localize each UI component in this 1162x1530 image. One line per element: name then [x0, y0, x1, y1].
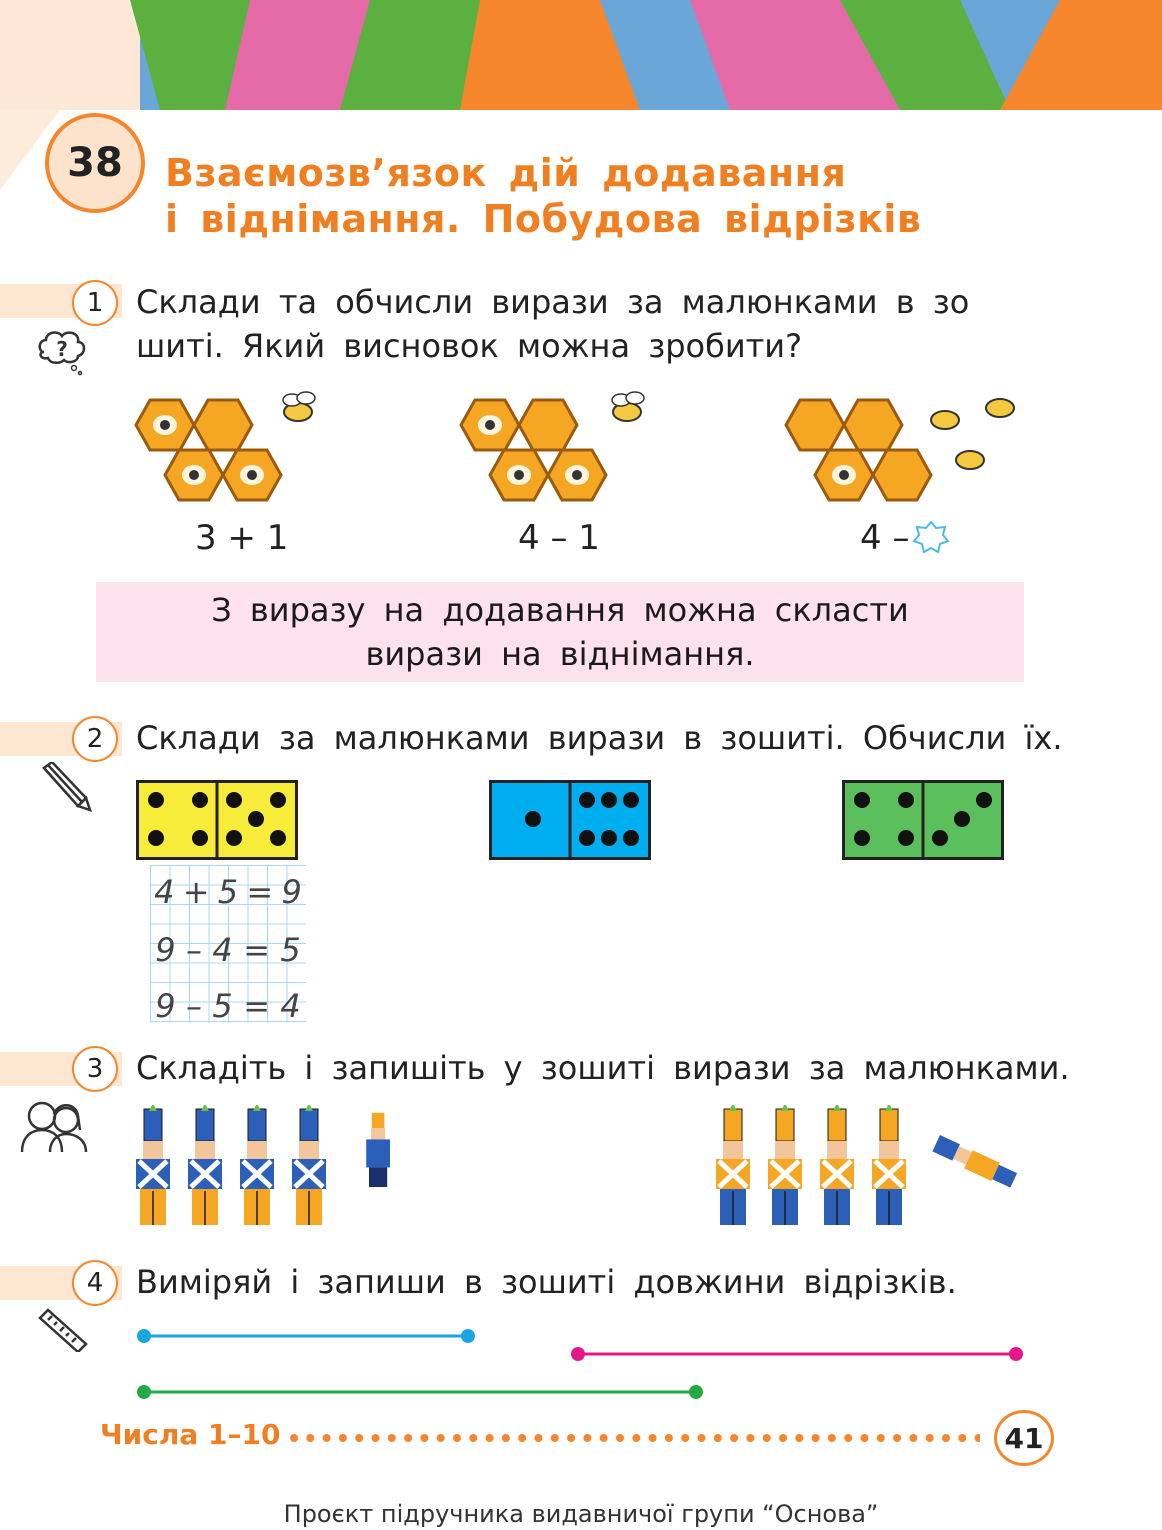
honeycomb-picture-3 [784, 398, 1015, 502]
domino-green [842, 780, 1004, 860]
example-cell: 9 [155, 931, 176, 969]
example-cell: 5 [212, 987, 233, 1025]
soldiers-picture-2 [716, 1105, 1018, 1225]
page-corner-decoration [0, 110, 60, 190]
task-1-line1: Склади та обчисли вирази за малюнками в … [136, 283, 970, 321]
question-bubble-icon: ? [38, 331, 86, 376]
publisher-credit: Проєкт підручника видавничої групи “Осно… [283, 1500, 879, 1528]
expression-1: 3 + 1 [195, 518, 289, 558]
ruler-icon [38, 1308, 88, 1352]
task-4-text: Виміряй і запиши в зошиті довжини відріз… [136, 1263, 957, 1301]
example-cell: = [246, 873, 274, 911]
colored-banner [0, 0, 1162, 110]
example-cell: 5 [280, 931, 301, 969]
domino-yellow [136, 780, 298, 860]
task-2-text: Склади за малюнками вирази в зошиті. Обч… [136, 719, 1063, 757]
blank-answer-star-icon [912, 520, 950, 554]
pair-work-icon [20, 1101, 88, 1153]
example-cell: – [185, 987, 202, 1025]
page-number: 41 [994, 1410, 1054, 1466]
example-cell: 9 [155, 987, 176, 1025]
example-cell: = [243, 987, 270, 1025]
section-name: Числа 1–10 [100, 1418, 281, 1451]
example-cell: 4 [212, 931, 233, 969]
honeycomb-picture-1 [134, 391, 316, 502]
task-1-line2: шиті. Який висновок можна зробити? [136, 327, 803, 365]
segment-magenta [571, 1347, 1023, 1361]
lesson-title-line1: Взаємозв’язок дій додавання [165, 151, 847, 195]
example-cell: 4 [280, 987, 301, 1025]
example-cell: 4 [154, 873, 175, 911]
domino-blue [489, 780, 651, 860]
example-cell: 9 [281, 873, 302, 911]
lesson-title: Взаємозв’язок дій додавання і віднімання… [165, 150, 921, 242]
notebook-grid [150, 865, 306, 1023]
task-number-1: 1 [72, 280, 118, 326]
example-row-1: 4 + 5 = 9 [150, 868, 306, 924]
soldiers-picture-1 [136, 1105, 390, 1225]
example-solution: 4 + 5 = 9 9 – 4 = 5 9 – 5 = 4 [150, 868, 306, 1036]
svg-text:?: ? [56, 337, 68, 361]
example-row-2: 9 – 4 = 5 [150, 924, 306, 980]
pencil-icon [42, 762, 92, 812]
task-number-2: 2 [72, 716, 118, 762]
example-row-3: 9 – 5 = 4 [150, 980, 306, 1036]
example-cell: + [182, 873, 210, 911]
example-cell: – [185, 931, 202, 969]
segment-green [137, 1385, 703, 1399]
dotted-line [290, 1434, 980, 1442]
expression-2: 4 – 1 [518, 518, 600, 558]
expression-3: 4 – [860, 518, 910, 558]
task-number-3: 3 [72, 1046, 118, 1092]
lesson-title-line2: і віднімання. Побудова відрізків [165, 197, 922, 241]
example-cell: 5 [217, 873, 239, 911]
rule-line2: вирази на віднімання. [365, 635, 755, 673]
rule-box: З виразу на додавання можна скласти вира… [96, 582, 1024, 682]
lesson-number-badge: 38 [45, 113, 145, 213]
segment-blue [137, 1329, 475, 1343]
honeycomb-picture-2 [459, 391, 645, 502]
segments-area [137, 1329, 1023, 1399]
task-1-text: Склади та обчисли вирази за малюнками в … [136, 280, 969, 368]
task-3-text: Складіть і запишіть у зошиті вирази за м… [136, 1049, 1070, 1087]
rule-line1: З виразу на додавання можна скласти [211, 591, 909, 629]
example-cell: = [243, 931, 270, 969]
task-number-4: 4 [72, 1260, 118, 1306]
